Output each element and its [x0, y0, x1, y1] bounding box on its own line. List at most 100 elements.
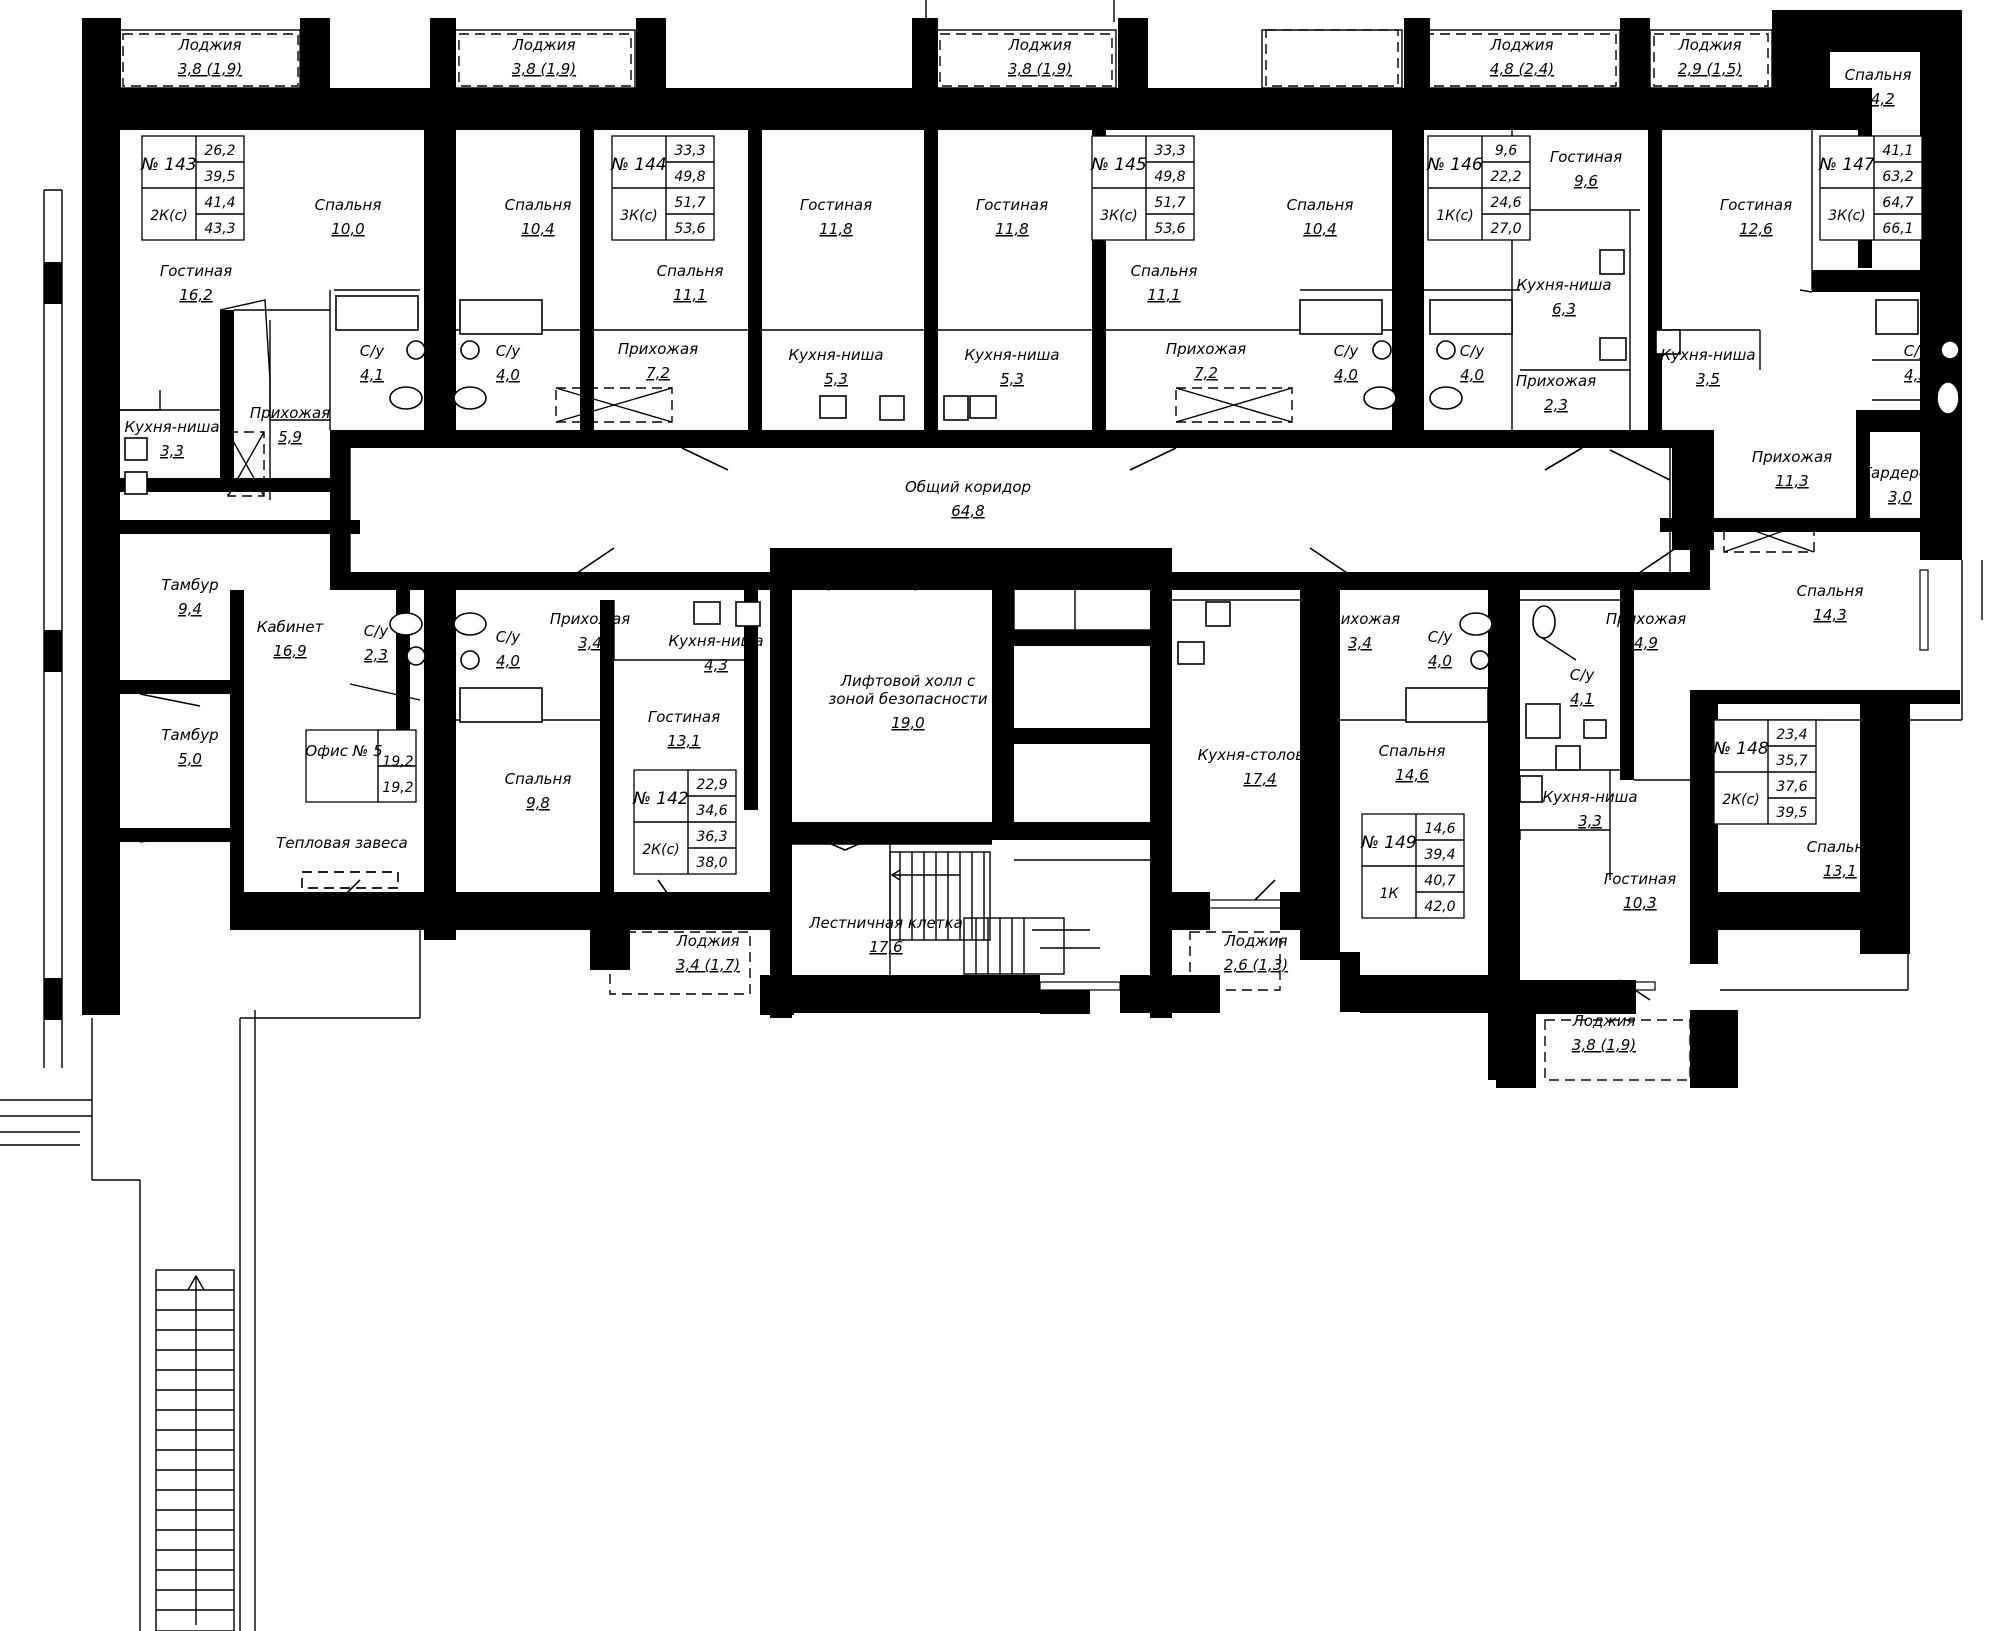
room-name-hall-148: Прихожая	[1606, 610, 1686, 628]
room-area-bath-149: 4,0	[1428, 652, 1452, 670]
room-area-bed-147-top: 14,2	[1861, 90, 1894, 108]
room-name-hall-143: Прихожая	[250, 404, 330, 422]
room-area-bath-145: 4,0	[1334, 366, 1358, 384]
room-name-hall-147: Прихожая	[1752, 448, 1832, 466]
room-name-lift-hall: Лифтовой холл с	[840, 672, 976, 690]
room-name-kitchen-148: Кухня-ниша	[1542, 788, 1637, 806]
room-area-hall-143: 5,9	[278, 428, 302, 446]
room-area-living-148: 10,3	[1623, 894, 1656, 912]
room-name-living-146: Гостиная	[1550, 148, 1622, 166]
room-area-loggia-144: 3,8 (1,9)	[512, 60, 576, 78]
apartment-area-149-3: 42,0	[1424, 899, 1455, 915]
office-number: Офис № 5	[305, 742, 382, 760]
room-area-kitchen-148: 3,3	[1578, 812, 1602, 830]
room-name-bath-142: С/у	[496, 628, 522, 646]
room-area-hall-142: 3,4	[578, 634, 602, 652]
apartment-type-145: 3К(с)	[1100, 208, 1137, 224]
room-name-living-147: Гостиная	[1720, 196, 1792, 214]
apartment-area-144-2: 51,7	[674, 195, 705, 211]
apartment-area-144-0: 33,3	[674, 143, 705, 159]
apartment-area-146-1: 22,2	[1490, 169, 1521, 185]
apartment-area-149-0: 14,6	[1424, 821, 1455, 837]
room-name-loggia-148: Лоджия	[1571, 1012, 1635, 1030]
room-name-living-143: Гостиная	[160, 262, 232, 280]
room-name-kitchen-146: Кухня-ниша	[1516, 276, 1611, 294]
room-area-corridor: 64,8	[951, 502, 984, 520]
room-area-kitchen-146: 6,3	[1552, 300, 1576, 318]
room-area-kitchen-145: 5,3	[1000, 370, 1024, 388]
room-area-bed-147-b: 14,3	[1813, 606, 1846, 624]
room-area-bath-142: 4,0	[496, 652, 520, 670]
apartment-type-144: 3К(с)	[620, 208, 657, 224]
room-name-bed-143: Спальня	[315, 196, 382, 214]
walls	[44, 10, 1962, 1088]
apartment-area-143-3: 43,3	[204, 221, 235, 237]
room-area-hall-146: 2,3	[1544, 396, 1568, 414]
apartment-area-145-2: 51,7	[1154, 195, 1185, 211]
apartment-area-142-2: 36,3	[696, 829, 727, 845]
room-name-loggia-143: Лоджия	[177, 36, 241, 54]
room-name-vestibule-2: Тамбур	[161, 726, 218, 744]
room-name-kitchen-142: Кухня-ниша	[668, 632, 763, 650]
dashed-lines	[122, 29, 1815, 1081]
room-area-bath-146: 4,0	[1460, 366, 1484, 384]
room-area-hall-147: 11,3	[1775, 472, 1808, 490]
room-name-kitchen-143: Кухня-ниша	[124, 418, 219, 436]
room-name-kitchen-145: Кухня-ниша	[964, 346, 1059, 364]
apartment-area-147-0: 41,1	[1882, 143, 1913, 159]
room-name-bath-148: С/у	[1570, 666, 1596, 684]
apartment-area-147-3: 66,1	[1882, 221, 1913, 237]
apartment-area-145-1: 49,8	[1154, 169, 1185, 185]
apartment-number-149: № 149	[1360, 833, 1417, 853]
windows	[119, 11, 1929, 991]
apartment-area-149-2: 40,7	[1424, 873, 1455, 889]
apartment-number-143: № 143	[140, 155, 197, 175]
room-name-bed-147-top: Спальня	[1845, 66, 1912, 84]
room-name-dining-149: Кухня-столовая	[1198, 746, 1323, 764]
apartment-area-142-3: 38,0	[696, 855, 727, 871]
apartment-area-148-1: 35,7	[1776, 753, 1807, 769]
room-name-bath-144: С/у	[496, 342, 522, 360]
apartment-area-147-2: 64,7	[1882, 195, 1913, 211]
room-area-living-142: 13,1	[667, 732, 700, 750]
room-area-loggia-142: 3,4 (1,7)	[676, 956, 740, 974]
doors	[139, 446, 1677, 1001]
room-area-lift-hall: 19,0	[891, 714, 924, 732]
room-area-vestibule-2: 5,0	[178, 750, 202, 768]
room-area-loggia-147: 2,9 (1,5)	[1678, 60, 1742, 78]
room-name-bed-145-b: Спальня	[1287, 196, 1354, 214]
room-name-bed-149: Спальня	[1379, 742, 1446, 760]
room-area-office-cabinet: 16,9	[273, 642, 306, 660]
room-name-wardrobe-147: Гардероб	[1863, 464, 1938, 482]
room-area-living-144: 11,8	[819, 220, 852, 238]
room-area-bed-148: 13,1	[1823, 862, 1856, 880]
heat-curtain-marker	[301, 871, 399, 889]
room-area-bed-149: 14,6	[1395, 766, 1428, 784]
room-name-corridor: Общий коридор	[905, 478, 1031, 496]
room-area-bath-148: 4,1	[1570, 690, 1594, 708]
room-name-hall-145: Прихожая	[1166, 340, 1246, 358]
room-name-bed-147-b: Спальня	[1797, 582, 1864, 600]
apartment-area-144-3: 53,6	[674, 221, 705, 237]
internal-stair	[889, 851, 1065, 975]
room-name-living-148: Гостиная	[1604, 870, 1676, 888]
room-area-living-143: 16,2	[179, 286, 212, 304]
room-name-hall-144: Прихожая	[618, 340, 698, 358]
office-box	[305, 729, 417, 803]
room-name-kitchen-144: Кухня-ниша	[788, 346, 883, 364]
apartment-area-148-2: 37,6	[1776, 779, 1807, 795]
apartment-type-148: 2К(с)	[1722, 792, 1759, 808]
apartment-area-146-0: 9,6	[1495, 143, 1517, 159]
room-area-hall-149: 3,4	[1348, 634, 1372, 652]
apartment-area-143-1: 39,5	[204, 169, 235, 185]
apartment-area-149-1: 39,4	[1424, 847, 1455, 863]
room-name-living-142: Гостиная	[648, 708, 720, 726]
